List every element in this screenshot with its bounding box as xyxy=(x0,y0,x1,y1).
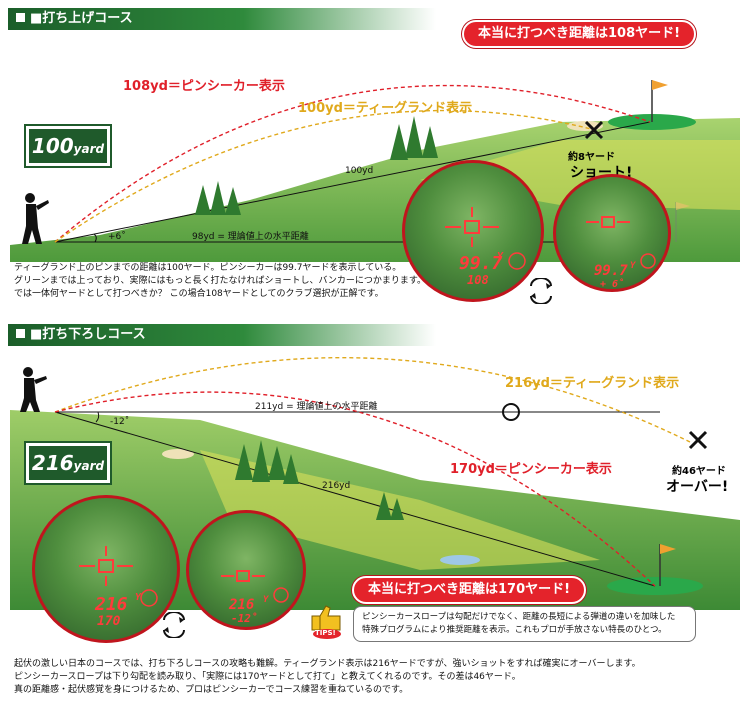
callout-uphill: 本当に打つべき距離は108ヤード! xyxy=(462,20,697,48)
tee-label: 100yd＝ティーグランド表示 xyxy=(298,101,473,116)
actual-distance-label-2: 216yd xyxy=(322,481,351,491)
water-hazard xyxy=(440,555,480,565)
horizontal-distance-label-2: 211yd = 理論値上の水平距離 xyxy=(255,402,378,412)
scope-view-3: 216 Y 170 xyxy=(32,495,180,643)
scope3-pinseeker: 170 xyxy=(97,614,121,629)
section2-line-3: 真の距離感・起伏感覚を身につけるため、プロはピンシーカーでコース練習を重ねている… xyxy=(14,685,409,695)
angle-label: +6˚ xyxy=(108,232,126,242)
pinseeker-label-2: 170yd＝ピンシーカー表示 xyxy=(450,462,612,477)
tee-arc xyxy=(54,109,596,243)
distance-sign-downhill: 216yard xyxy=(24,441,112,485)
over-x-mark xyxy=(688,430,708,450)
flag-pin-far xyxy=(675,202,690,242)
sign-number-2: 216 xyxy=(31,451,74,475)
scope4-angle: -12˚ xyxy=(231,612,258,625)
golfer-silhouette xyxy=(22,193,49,244)
scope1-pinseeker: 108 xyxy=(467,273,489,287)
angle-arc-downhill xyxy=(95,411,100,423)
short-note-1: 約8ヤード xyxy=(568,152,615,163)
tips-line-1: ピンシーカースロープは勾配だけでなく、距離の長短による弾道の違いを加味した xyxy=(362,612,676,622)
scope-view-2: 99.7 Y + 6˚ xyxy=(553,174,671,292)
tips-label: TIPS! xyxy=(315,629,336,637)
flag-pin-uphill xyxy=(651,80,668,122)
sign-number: 100 xyxy=(31,134,74,158)
scope2-angle: + 6˚ xyxy=(600,279,625,290)
trees-downhill-1 xyxy=(235,440,299,484)
tips-badge: TIPS! xyxy=(306,602,348,640)
slope-line-2 xyxy=(54,411,656,587)
section1-line-3: では一体何ヤードとして打つべきか？ この場合108ヤードとしてのクラブ選択が正解… xyxy=(14,289,384,299)
scope3-distance: 216 xyxy=(95,594,128,615)
scope3-unit: Y xyxy=(135,592,142,603)
trees-downhill-2 xyxy=(376,492,404,520)
scope1-distance: 99.7 xyxy=(459,253,503,274)
scope2-unit: Y xyxy=(630,261,636,271)
crosshair-icon xyxy=(586,216,656,269)
over-note-1: 約46ヤード xyxy=(672,466,726,477)
section1-line-1: ティーグランド上のピンまでの距離は100ヤード。ピンシーカーは99.7ヤードを表… xyxy=(14,263,402,273)
pinseeker-label: 108yd＝ピンシーカー表示 xyxy=(123,79,285,94)
angle-label-2: -12˚ xyxy=(110,417,130,427)
tee-label-2: 216yd＝ティーグランド表示 xyxy=(505,376,680,391)
over-note-2: オーバー! xyxy=(666,479,729,495)
scope-view-1: 99.7 Y 108 xyxy=(402,160,544,302)
crosshair-icon xyxy=(445,207,526,270)
flag-pin-downhill xyxy=(659,544,676,586)
pinseeker-arc xyxy=(54,84,651,243)
trees-uphill-1 xyxy=(195,181,241,215)
pinseeker-arc-2 xyxy=(54,391,656,587)
section2-line-2: ピンシーカースロープは下り勾配を読み取り、「実際には170ヤードとして打て」と教… xyxy=(14,672,521,682)
callout-downhill: 本当に打つべき距離は170ヤード! xyxy=(352,576,587,604)
scope4-unit: Y xyxy=(263,595,269,605)
section1-paragraph: ティーグランド上のピンまでの距離は100ヤード。ピンシーカーは99.7ヤードを表… xyxy=(14,262,426,301)
section1-line-2: グリーンまでは上っており、実際にはもっと長く打たなければショートし、バンカーにつ… xyxy=(14,276,427,286)
scope4-distance: 216 xyxy=(229,597,255,613)
section1-header: ■打ち上げコース xyxy=(8,8,436,30)
tips-line-2: 特殊プログラムにより推奨距離を表示。これもプロが手放さない特長のひとつ。 xyxy=(362,625,667,635)
sign-unit-2: yard xyxy=(73,459,105,473)
thumbs-up-icon xyxy=(311,605,341,639)
slope-line xyxy=(54,121,651,243)
actual-distance-label: 100yd xyxy=(345,166,374,176)
angle-arc-uphill xyxy=(93,233,97,243)
short-x-mark xyxy=(584,120,604,140)
bunker-downhill xyxy=(162,449,194,459)
distance-sign-uphill: 100yard xyxy=(24,124,112,168)
rotate-arrows-icon-2 xyxy=(163,612,185,638)
scope-view-4: 216 Y -12˚ xyxy=(186,510,306,630)
crosshair-icon xyxy=(221,570,289,603)
sign-unit: yard xyxy=(73,142,105,156)
section2-paragraph: 起伏の激しい日本のコースでは、打ち下ろしコースの攻略も難解。ティーグランド表示は… xyxy=(14,658,641,697)
trees-uphill-2 xyxy=(390,116,438,160)
crosshair-icon xyxy=(79,546,158,607)
landing-circle xyxy=(502,403,520,421)
scope2-distance: 99.7 xyxy=(594,263,628,279)
scope1-unit: Y xyxy=(497,251,504,262)
tips-box: ピンシーカースロープは勾配だけでなく、距離の長短による弾道の違いを加味した 特殊… xyxy=(353,606,696,642)
section2-line-1: 起伏の激しい日本のコースでは、打ち下ろしコースの攻略も難解。ティーグランド表示は… xyxy=(14,659,641,669)
horizontal-distance-label: 98yd = 理論値上の水平距離 xyxy=(192,232,309,242)
rotate-arrows-icon xyxy=(530,278,552,304)
section2-header: ■打ち下ろしコース xyxy=(8,324,436,346)
golfer-silhouette-2 xyxy=(20,367,47,412)
